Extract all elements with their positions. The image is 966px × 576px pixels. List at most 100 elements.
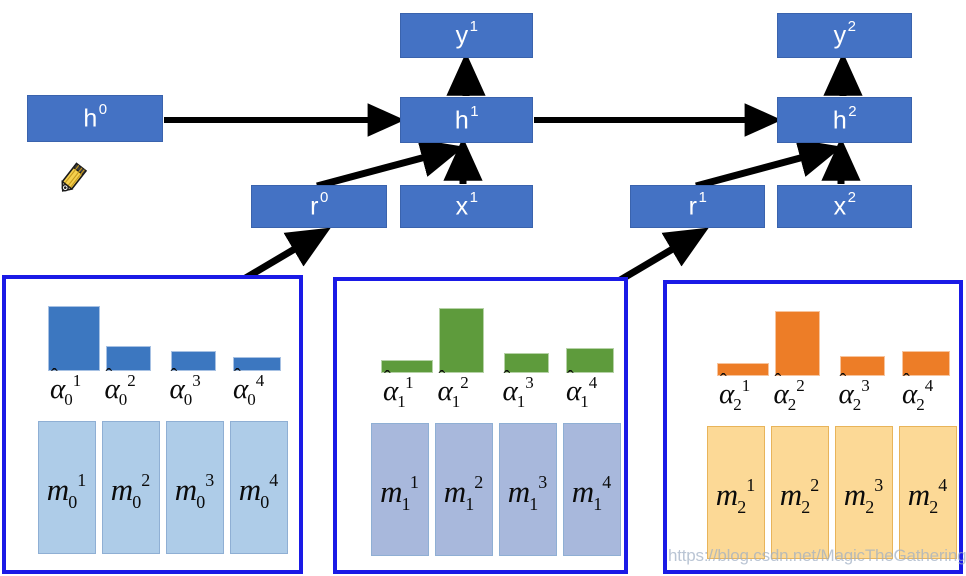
- alpha-subscript: 1: [516, 392, 526, 411]
- node-h2: h2: [777, 97, 912, 143]
- memory-slot: m01: [38, 421, 96, 554]
- node-x1: x1: [400, 185, 533, 228]
- memory-slot: m13: [499, 423, 557, 556]
- memory-slot: m12: [435, 423, 493, 556]
- memory-subscript: 0: [196, 492, 206, 512]
- alpha-symbol: α: [838, 378, 854, 410]
- memory-label: m12: [443, 473, 484, 513]
- alpha-bar: [171, 351, 216, 371]
- alpha-superscript: 4: [924, 376, 934, 395]
- memory-subscript: 2: [737, 497, 747, 517]
- node-label-base: y: [833, 21, 847, 50]
- memory-label: m22: [780, 476, 820, 516]
- node-y2: y2: [777, 13, 912, 58]
- alpha-bar: [106, 346, 151, 371]
- node-label-base: h: [454, 106, 470, 135]
- alpha-symbol: α: [502, 375, 518, 407]
- memory-symbol: m: [843, 477, 867, 512]
- memory-slot: m11: [371, 423, 429, 556]
- alpha-superscript: 3: [525, 373, 534, 392]
- memory-slot: m02: [102, 421, 160, 554]
- memory-slot: m14: [563, 423, 621, 556]
- alpha-bar: [902, 351, 950, 376]
- node-label-superscript: 1: [698, 189, 708, 207]
- node-label-superscript: 0: [98, 101, 108, 119]
- arrow-r0-to-h1: [316, 138, 465, 190]
- alpha-subscript: 0: [64, 390, 73, 409]
- memory-slot: m03: [166, 421, 224, 554]
- node-label-superscript: 1: [470, 102, 480, 120]
- alpha-bar: [439, 308, 484, 373]
- memory-subscript: 1: [593, 494, 603, 514]
- memory-label: m24: [908, 476, 948, 516]
- node-label-base: y: [455, 21, 469, 50]
- memory-label: m03: [174, 471, 215, 511]
- node-x2: x2: [777, 185, 912, 228]
- alpha-subscript: 0: [247, 390, 256, 409]
- alpha-symbol: α: [104, 373, 120, 405]
- memory-symbol: m: [571, 474, 595, 509]
- alpha-bar: [566, 348, 614, 373]
- node-r1: r1: [630, 185, 765, 228]
- memory-superscript: 4: [602, 472, 612, 492]
- memory-subscript: 0: [132, 492, 142, 512]
- node-label-base: r: [688, 192, 698, 221]
- alpha-symbol: α: [169, 373, 185, 405]
- alpha-symbol: α: [50, 373, 66, 405]
- alpha-subscript: 2: [916, 395, 925, 414]
- memory-slot: m21: [707, 426, 765, 559]
- hat-accent-icon: ˆ: [839, 370, 847, 392]
- memory-subscript: 0: [68, 492, 78, 512]
- memory-superscript: 1: [77, 470, 87, 490]
- alpha-superscript: 3: [861, 376, 870, 395]
- hat-accent-icon: ˆ: [438, 367, 446, 389]
- alpha-bar: [840, 356, 885, 376]
- memory-symbol: m: [46, 472, 70, 507]
- arrow-r1-to-h2: [695, 139, 843, 190]
- alpha-subscript: 2: [852, 395, 862, 414]
- alpha-bar: [48, 306, 100, 371]
- alpha-superscript: 3: [192, 371, 201, 390]
- node-label-base: x: [455, 192, 469, 221]
- memory-superscript: 1: [746, 475, 756, 495]
- memory-label: m14: [571, 473, 612, 513]
- memory-superscript: 4: [938, 475, 948, 495]
- node-label-base: x: [833, 192, 847, 221]
- alpha-superscript: 1: [741, 376, 751, 395]
- memory-symbol: m: [110, 472, 134, 507]
- alpha-superscript: 2: [127, 371, 136, 390]
- alpha-bar: [775, 311, 820, 376]
- memory-slot: m23: [835, 426, 893, 559]
- memory-symbol: m: [174, 472, 198, 507]
- node-h1: h1: [400, 97, 533, 143]
- memory-label: m01: [46, 471, 87, 511]
- memory-symbol: m: [238, 472, 262, 507]
- node-label-base: r: [310, 192, 319, 221]
- memory-subscript: 2: [865, 497, 875, 517]
- memory-symbol: m: [443, 474, 467, 509]
- memory-subscript: 2: [929, 497, 939, 517]
- hat-accent-icon: ˆ: [903, 370, 910, 392]
- memory-symbol: m: [715, 477, 739, 512]
- watermark: https://blog.csdn.net/MagicTheGathering: [668, 546, 966, 565]
- pencil-icon: [61, 162, 88, 192]
- memory-label: m02: [110, 471, 151, 511]
- memory-slot: m22: [771, 426, 829, 559]
- memory-subscript: 1: [465, 494, 475, 514]
- node-label-superscript: 1: [469, 189, 479, 207]
- hat-accent-icon: ˆ: [567, 367, 574, 389]
- alpha-subscript: 2: [733, 395, 742, 414]
- node-r0: r0: [251, 185, 387, 228]
- memory-superscript: 2: [810, 475, 820, 495]
- node-label-base: h: [83, 104, 98, 133]
- node-label-superscript: 0: [319, 189, 329, 207]
